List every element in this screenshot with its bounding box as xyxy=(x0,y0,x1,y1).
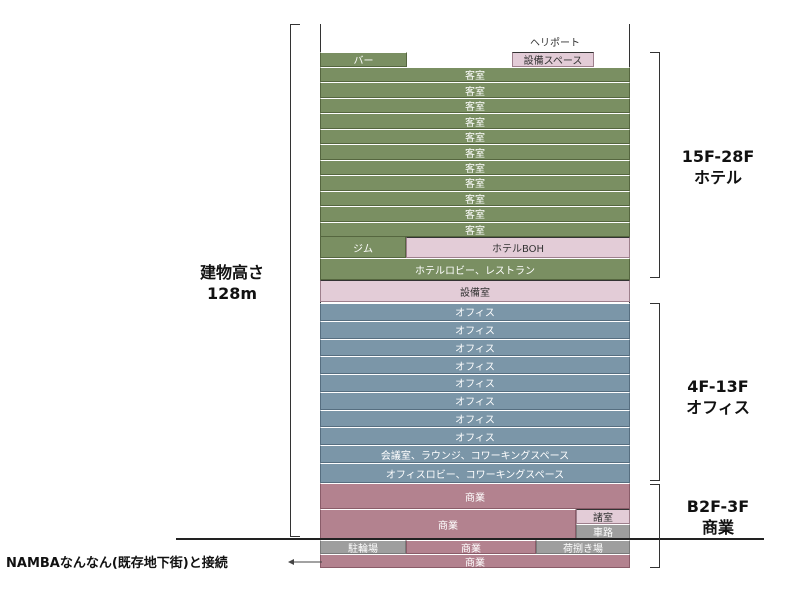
hotel-zone-range: 15F-28F xyxy=(681,147,755,166)
height-label: 建物高さ 128m xyxy=(182,262,282,304)
office-floor: オフィス xyxy=(320,356,630,374)
guest-room-floor: 客室 xyxy=(320,144,630,160)
office-floor: オフィス xyxy=(320,409,630,428)
office-zone-label: 4F-13F オフィス xyxy=(668,376,768,418)
misc-room-floor: 諸室 xyxy=(576,509,630,524)
office-floor: オフィス xyxy=(320,427,630,445)
connection-label: NAMBAなんなん(既存地下街)と接続 xyxy=(6,556,228,571)
bar-floor: バー xyxy=(320,52,407,67)
guest-room-floor: 客室 xyxy=(320,159,630,176)
guest-room-floor: 客室 xyxy=(320,82,630,98)
heliport-label: ヘリポート xyxy=(530,38,580,49)
guest-room-floor: 客室 xyxy=(320,97,630,114)
car-road-floor: 車路 xyxy=(576,524,630,539)
office-floor: オフィス xyxy=(320,374,630,392)
hotel-zone-label: 15F-28F ホテル xyxy=(668,146,768,188)
gym-floor: ジム xyxy=(320,237,406,258)
office-floor: オフィス xyxy=(320,391,630,410)
office-floor: オフィス xyxy=(320,338,630,357)
ground-line xyxy=(176,538,764,540)
commercial-zone-bracket xyxy=(650,484,660,568)
hotel-zone-name: ホテル xyxy=(693,168,742,187)
guest-room-floor: 客室 xyxy=(320,221,630,237)
office-lobby-floor: オフィスロビー、コワーキングスペース xyxy=(320,463,630,483)
commercial-zone-range: B2F-3F xyxy=(686,497,750,516)
guest-room-floor: 客室 xyxy=(320,113,630,129)
meeting-floor: 会議室、ラウンジ、コワーキングスペース xyxy=(320,445,630,463)
commercial-zone-name: 商業 xyxy=(701,518,734,537)
height-title: 建物高さ xyxy=(199,263,264,282)
commercial-basement-2: 商業 xyxy=(320,554,630,568)
guest-room-floor: 客室 xyxy=(320,206,630,222)
hotel-boh-floor: ホテルBOH xyxy=(406,237,630,258)
height-bracket xyxy=(290,24,300,537)
guest-room-floor: 客室 xyxy=(320,128,630,145)
commercial-floor-2: 商業 xyxy=(320,509,576,539)
height-value: 128m xyxy=(206,284,258,303)
commercial-zone-label: B2F-3F 商業 xyxy=(668,496,768,538)
guest-room-floor: 客室 xyxy=(320,190,630,207)
hotel-lobby-floor: ホテルロビー、レストラン xyxy=(320,258,630,280)
commercial-floor-1: 商業 xyxy=(320,483,630,509)
guest-room-floor: 客室 xyxy=(320,67,630,83)
office-zone-name: オフィス xyxy=(686,398,750,417)
equip-room-floor: 設備室 xyxy=(320,280,630,302)
arrow-left-icon xyxy=(288,559,322,565)
office-floor: オフィス xyxy=(320,303,630,321)
commercial-basement-1: 商業 xyxy=(406,540,536,554)
office-floor: オフィス xyxy=(320,320,630,339)
office-zone-range: 4F-13F xyxy=(687,377,749,396)
office-zone-bracket xyxy=(650,303,660,481)
guest-room-floor: 客室 xyxy=(320,175,630,191)
bike-parking-floor: 駐輪場 xyxy=(320,540,406,554)
hotel-zone-bracket xyxy=(650,52,660,278)
equip-space-floor: 設備スペース xyxy=(512,52,594,67)
loading-floor: 荷捌き場 xyxy=(536,540,630,554)
